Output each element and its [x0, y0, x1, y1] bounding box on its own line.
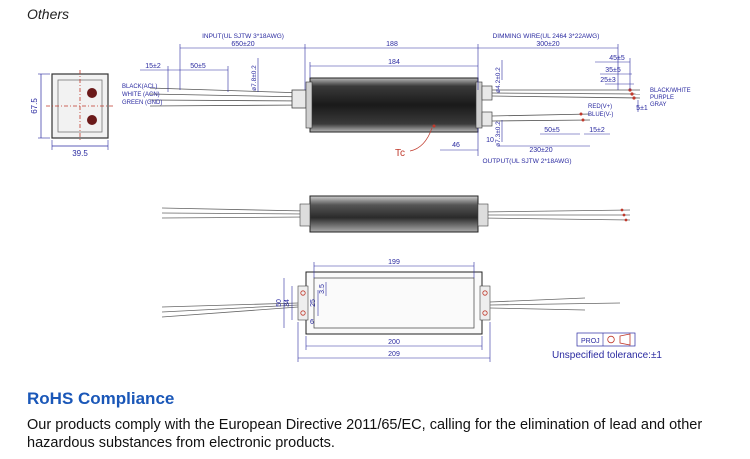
label-green-gnd: GREEN (GND): [122, 100, 162, 106]
rohs-text: Our products comply with the European Di…: [27, 417, 703, 451]
tolerance-note: Unspecified tolerance:±1: [552, 350, 662, 361]
proj-label: PROJ: [581, 338, 600, 345]
proj-cone-icon: [619, 333, 631, 346]
dim-10: 10: [486, 137, 494, 144]
dim-200: 200: [388, 339, 400, 346]
dim-184: 184: [388, 59, 400, 66]
label-blue-v: BLUE(V-): [588, 112, 613, 118]
dim-5: 5±1: [636, 105, 648, 112]
dim-7-8: ø7.8±0.2: [251, 65, 258, 91]
side-view: [161, 195, 631, 233]
output-label: OUTPUT(UL SJTW 2*18AWG): [482, 158, 571, 165]
dim-4-2: ø4.2±0.2: [495, 67, 502, 93]
housing-side: [309, 195, 479, 233]
dim-50b: 50±5: [544, 127, 560, 134]
dim-39-5: 39.5: [72, 149, 88, 158]
label-purple: PURPLE: [650, 95, 674, 101]
dimming-gland: [481, 85, 493, 101]
tc-label: Tc: [395, 148, 405, 159]
label-red-v: RED(V+): [588, 104, 612, 110]
section-title: Others: [27, 6, 70, 22]
label-white-acn: WHITE (ACN): [122, 92, 160, 98]
input-gland: [291, 89, 307, 109]
dim-25v: 25: [310, 299, 317, 307]
dim-50: 50±5: [190, 63, 206, 70]
input-label: INPUT(UL SJTW 3*18AWG): [202, 33, 284, 40]
dim-300: 300±20: [536, 41, 559, 48]
dim-3-5: 3.5: [319, 284, 326, 294]
label-black-acl: BLACK(ACL): [122, 84, 157, 90]
rohs-title: RoHS Compliance: [27, 389, 175, 408]
label-gray: GRAY: [650, 102, 667, 108]
end-view: 67.5 39.5: [30, 70, 114, 158]
dimming-label: DIMMING WIRE(UL 2464 3*22AWG): [493, 33, 600, 40]
dim-199: 199: [388, 259, 400, 266]
mechanical-drawing: 67.5 39.5: [30, 33, 691, 362]
projection-symbol: PROJ: [576, 332, 636, 347]
dim-50v: 50: [276, 299, 283, 307]
top-view: INPUT(UL SJTW 3*18AWG) 650±20 188 184 15…: [122, 33, 691, 165]
dim-15: 15±2: [145, 63, 161, 70]
label-black-white: BLACK/WHITE: [650, 88, 691, 94]
dim-35: 35±5: [605, 67, 621, 74]
dim-25: 25±3: [600, 77, 616, 84]
dimming-wires: [491, 89, 641, 99]
output-wires: [491, 113, 591, 122]
output-gland: [481, 111, 493, 127]
dim-67-5: 67.5: [30, 98, 39, 114]
dim-46: 46: [452, 142, 460, 149]
dim-188: 188: [386, 41, 398, 48]
dim-650: 650±20: [231, 41, 254, 48]
dim-45: 45±5: [609, 55, 625, 62]
dim-230: 230±20: [529, 147, 552, 154]
bottom-view: 199 200 209 50 34 25 6 3.5: [161, 259, 621, 362]
dim-34: 34: [284, 299, 291, 307]
proj-circle-icon: [607, 335, 615, 344]
input-wires: [149, 87, 306, 107]
dim-209: 209: [388, 351, 400, 358]
gland-top: [87, 88, 97, 98]
housing-top: [309, 77, 479, 133]
gland-bottom: [87, 115, 97, 125]
dim-15b: 15±2: [589, 127, 605, 134]
dim-6: 6: [310, 319, 314, 326]
dim-7-3: ø7.3±0.2: [495, 121, 502, 147]
housing-bottom: [305, 271, 483, 335]
tc-point: [432, 124, 436, 128]
